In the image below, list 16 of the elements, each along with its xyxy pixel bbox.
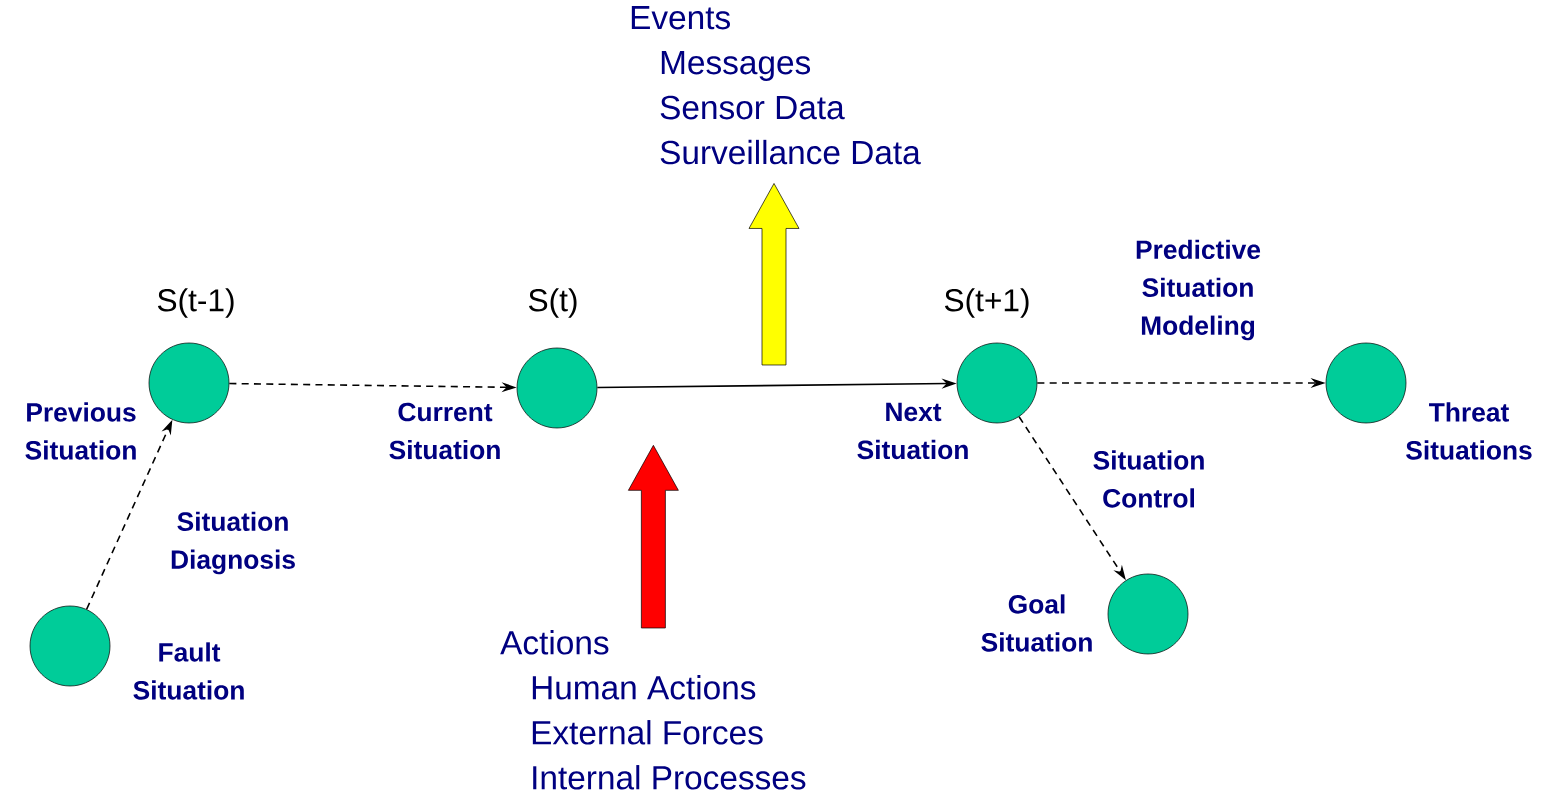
- situation-label: Next Situation: [857, 402, 968, 460]
- situation-label: Previous Situation: [25, 402, 136, 460]
- state-label: S(t): [528, 288, 577, 318]
- action-list: Actions Human Actions External Forces Internal Processes: [500, 630, 806, 790]
- edge-label: Predictive Situation Modeling: [1136, 239, 1261, 341]
- block-arrow: [628, 445, 679, 629]
- situation-label: Fault Situation: [133, 642, 244, 700]
- edge-label: Situation Diagnosis: [171, 511, 295, 575]
- edge-label: Situation Control: [1093, 450, 1204, 508]
- state-label: S(t+1): [944, 288, 1029, 318]
- situation-label: Current Situation: [389, 402, 500, 460]
- block-arrow: [748, 183, 800, 366]
- state-label: S(t-1): [157, 288, 234, 318]
- situation-label: Goal Situation: [981, 594, 1092, 652]
- situation-label: Threat Situations: [1406, 402, 1532, 460]
- event-list: Events Messages Sensor Data Surveillance Data: [631, 6, 921, 165]
